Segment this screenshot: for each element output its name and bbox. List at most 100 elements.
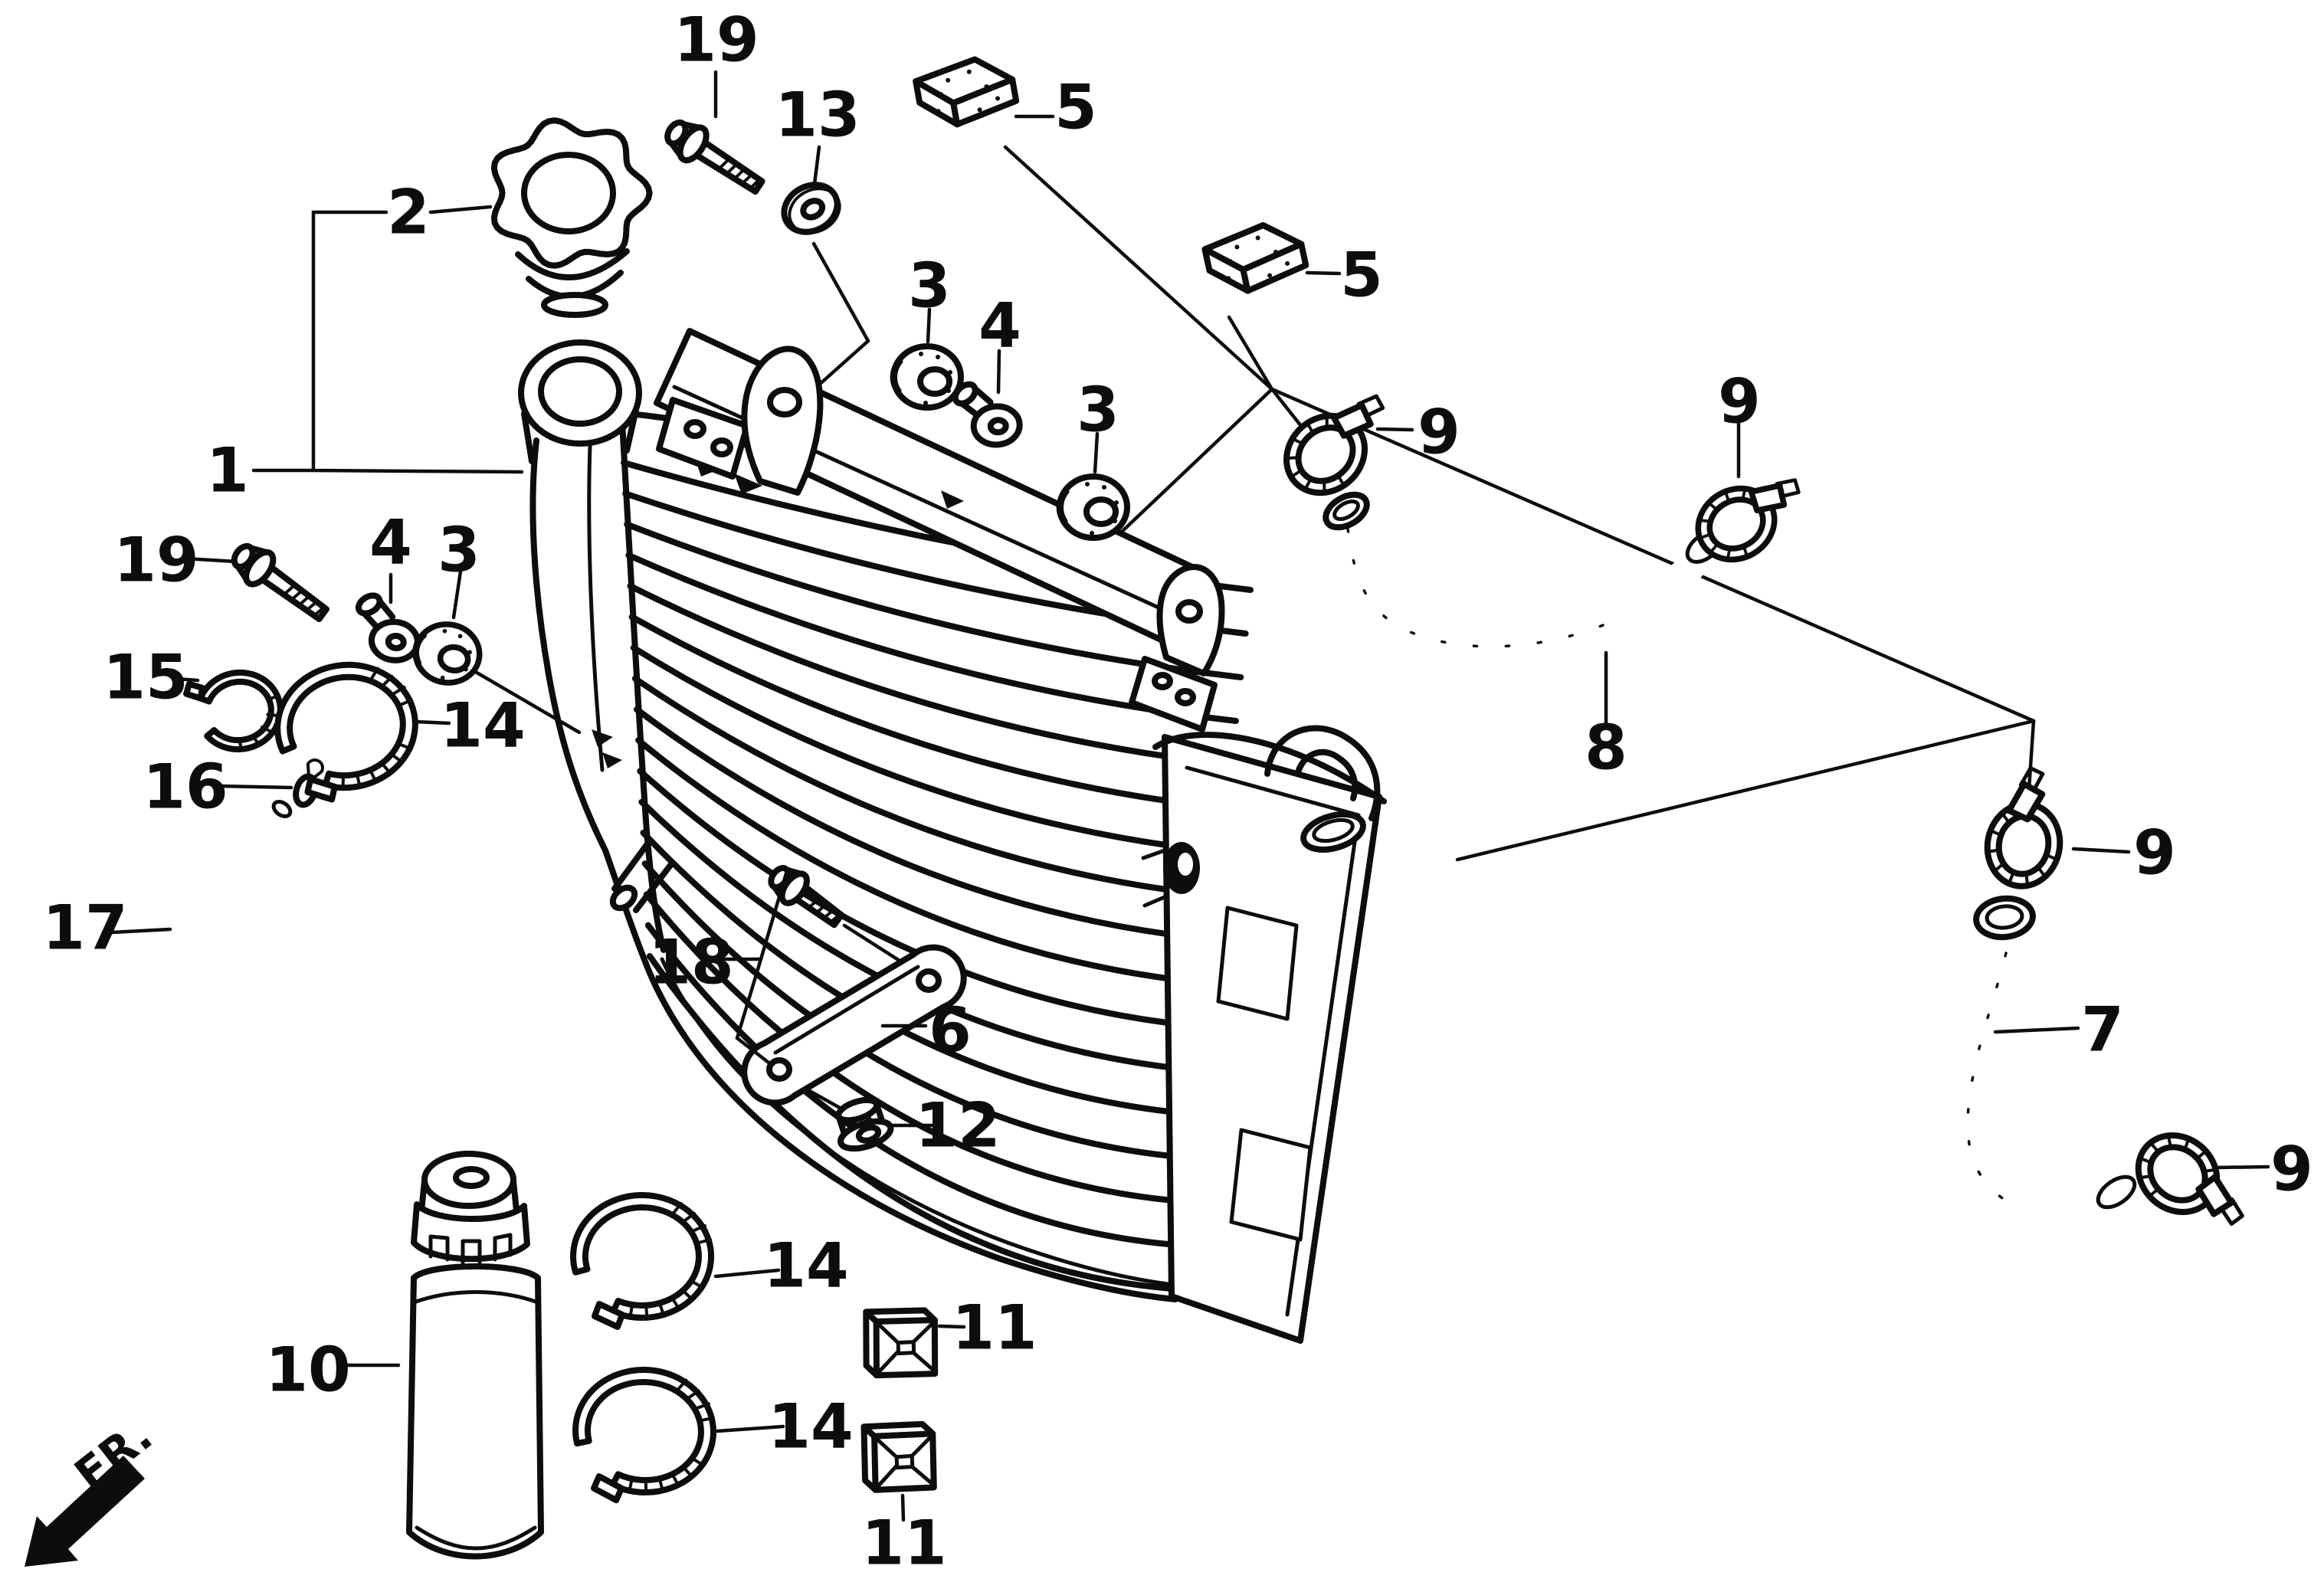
flange-bolt-19-left (227, 537, 334, 629)
leader-line (713, 1268, 781, 1279)
spring-clip-15 (183, 669, 284, 753)
assembly-line (1119, 387, 1274, 534)
leader-line (428, 205, 493, 215)
hose-band-clamp-14-c (572, 1366, 716, 1505)
callout-12: 12 (915, 1090, 1000, 1161)
assembly-line (1455, 719, 2036, 862)
callout-14: 14 (763, 1230, 848, 1302)
callout-15: 15 (103, 642, 188, 713)
radiator-cap (490, 117, 653, 318)
callout-3: 3 (1077, 375, 1119, 446)
core-fin (637, 768, 1205, 1030)
leader-line (1993, 1026, 2080, 1034)
callout-1: 1 (206, 435, 249, 506)
core-fin (647, 953, 1175, 1292)
callout-6: 6 (929, 995, 972, 1066)
water-hose-7 (1946, 895, 2137, 1233)
callout-5: 5 (1054, 72, 1097, 143)
leader-line (2214, 1164, 2270, 1170)
callout-9: 9 (2270, 1134, 2313, 1205)
core-fin (644, 922, 1181, 1248)
leader-line (812, 145, 821, 186)
callout-9: 9 (1418, 397, 1460, 468)
callout-4: 4 (369, 507, 412, 578)
radiator-stay-6 (741, 944, 967, 1106)
radiator (518, 328, 1387, 1344)
radiator-left-mount-bracket (656, 346, 824, 496)
assembly-line (1270, 387, 1303, 428)
leader-line (1093, 431, 1100, 474)
callout-9: 9 (2133, 817, 2176, 889)
radiator-inlet-spigot (1264, 725, 1381, 853)
callout-19: 19 (113, 525, 198, 596)
leader-line (735, 957, 774, 1067)
callout-7: 7 (2081, 994, 2124, 1066)
hose-clamp-9-d (2122, 1119, 2259, 1250)
leader-line (1375, 427, 1414, 432)
overflow-hose-17 (166, 799, 468, 1189)
leader-line (173, 676, 200, 683)
callout-10: 10 (265, 1335, 350, 1406)
hose-band-clamp-14-b (573, 1195, 711, 1327)
callout-14: 14 (768, 1391, 853, 1463)
tank-cushion-11-b (862, 1422, 936, 1492)
radiator-right-mount-bracket (1129, 564, 1225, 732)
leader-line (2071, 847, 2131, 854)
core-fin (630, 644, 1224, 855)
callout-11: 11 (861, 1508, 946, 1569)
mount-collar-4-b (350, 590, 423, 663)
assembly-line (2027, 719, 2036, 791)
callout-14: 14 (440, 690, 525, 762)
callout-5: 5 (1340, 240, 1383, 311)
leader-line (996, 349, 1001, 395)
flange-bolt-19-top (660, 113, 769, 201)
radiator-filler-neck (518, 339, 642, 464)
leader-line (759, 871, 788, 961)
reserve-tank-10 (406, 1151, 544, 1560)
callout-13: 13 (775, 80, 860, 151)
assembly-line (1227, 315, 1274, 391)
hose-clamp-9-c (1980, 762, 2075, 893)
core-fin (641, 860, 1191, 1161)
core-fin (627, 583, 1234, 768)
leader-line (183, 556, 238, 564)
core-fin (634, 706, 1214, 942)
water-hose-8 (1323, 491, 1723, 657)
panel-dart (592, 729, 613, 747)
leader-line (413, 719, 451, 726)
leader-line (715, 1424, 785, 1433)
core-fin (628, 614, 1230, 811)
assembly-line (1003, 145, 1274, 391)
callout-17: 17 (42, 893, 127, 964)
callout-9: 9 (1718, 366, 1761, 437)
front-direction-indicator: FR. (25, 1409, 162, 1567)
leader-line (217, 784, 293, 790)
leader-line (937, 1324, 966, 1329)
leader-line (451, 569, 463, 620)
callout-8: 8 (1585, 712, 1627, 784)
leader-line (1305, 270, 1342, 276)
rubber-cushion-block-5-top (915, 58, 1017, 126)
mount-collar-4-a (951, 377, 1021, 447)
core-fin (643, 891, 1185, 1204)
front-direction-label: FR. (65, 1409, 162, 1501)
panel-dart (602, 752, 622, 768)
callout-3: 3 (438, 515, 480, 586)
callout-4: 4 (978, 290, 1021, 362)
rubber-cushion-block-5-right (1204, 222, 1308, 293)
assembly-line (1270, 387, 2036, 723)
callout-3: 3 (908, 251, 951, 322)
callout-2: 2 (387, 177, 430, 248)
callout-16: 16 (143, 752, 228, 823)
leader-line (110, 927, 172, 935)
radiator-drain-stub (609, 840, 674, 913)
mount-grommet-3-b (1058, 477, 1127, 538)
callout-18: 18 (648, 927, 733, 998)
leader-line (311, 210, 524, 474)
callout-19: 19 (674, 5, 759, 76)
radiator-port-boss (1141, 842, 1200, 908)
front-arrow-icon (25, 1456, 145, 1567)
